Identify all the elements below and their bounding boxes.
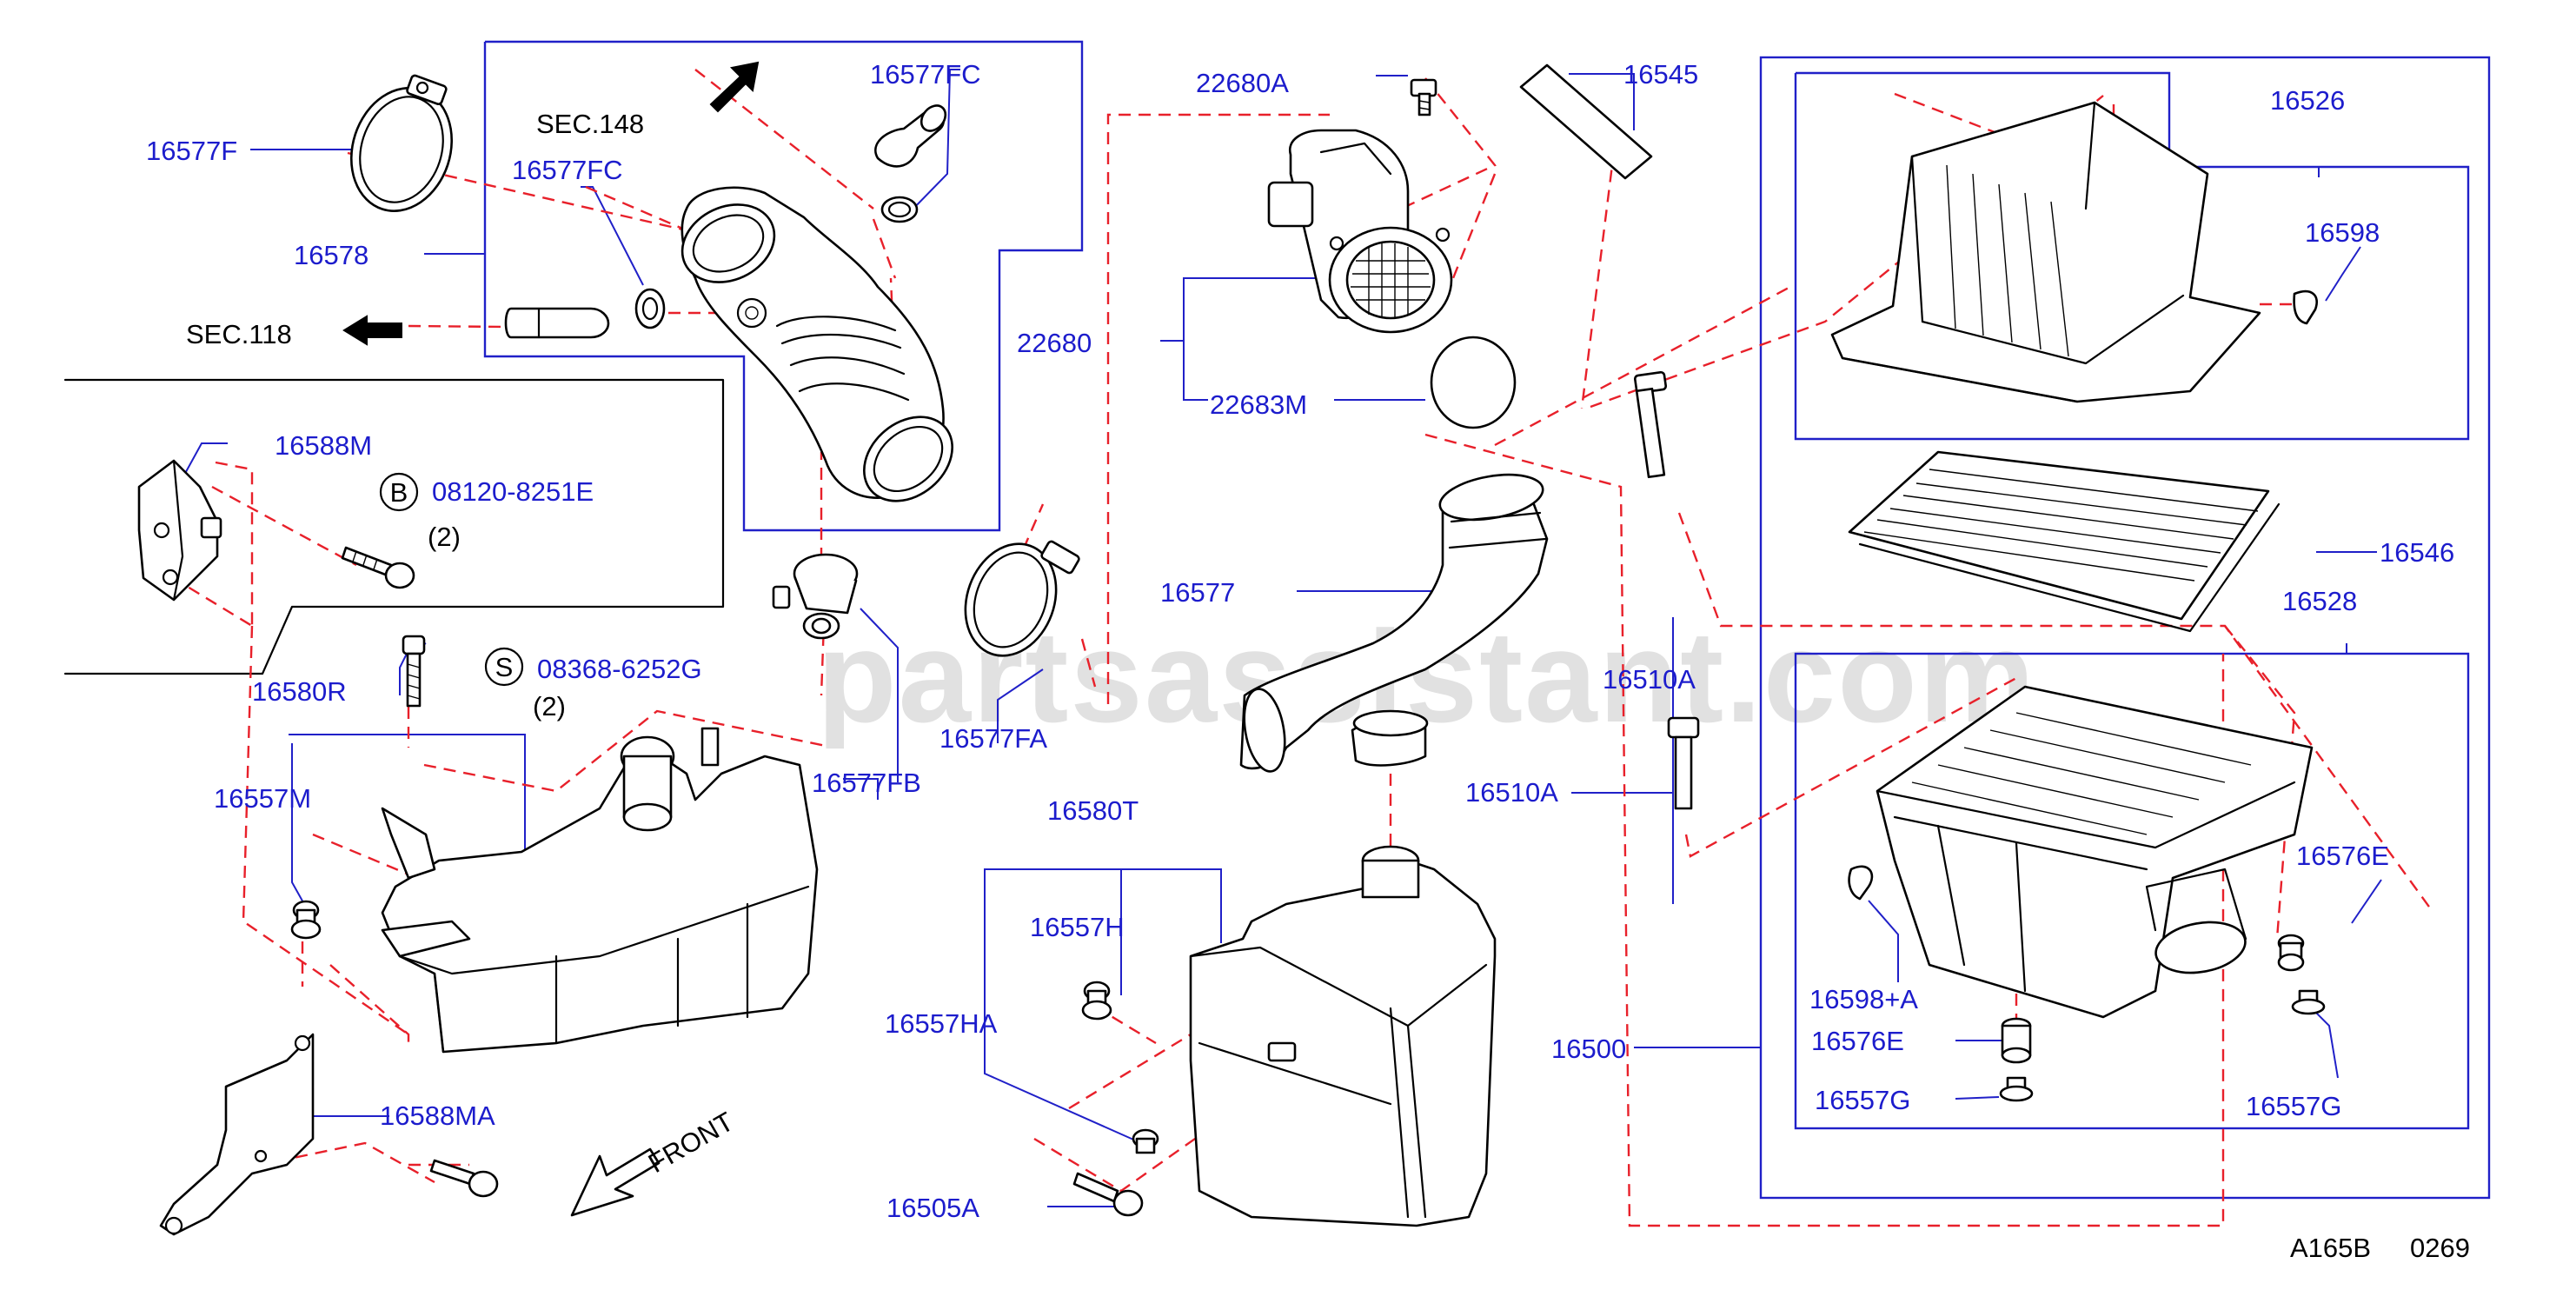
part-label-16577fc-top: 16577FC xyxy=(870,59,981,90)
bolt-16510a-lower-illustration xyxy=(1667,716,1700,810)
label-16545-illustration xyxy=(1519,63,1653,180)
bracket-16577fb-illustration xyxy=(772,553,859,640)
bolt-16505a-illustration xyxy=(1072,1172,1144,1217)
clamp-16577f-illustration xyxy=(349,74,454,212)
engine-frame-outline xyxy=(63,378,725,675)
hose-fitting-16577fc-illustration xyxy=(874,104,947,223)
part-label-16576e-right: 16576E xyxy=(2296,841,2389,871)
grommet-16576e-bottom-illustration xyxy=(2001,1017,2032,1064)
part-label-16500: 16500 xyxy=(1551,1034,1626,1064)
front-label: FRONT xyxy=(643,1106,739,1179)
s-symbol: S xyxy=(495,652,514,682)
gasket-22683m-illustration xyxy=(1430,336,1517,429)
part-label-16577fb: 16577FB xyxy=(812,768,921,798)
s-symbol-circle xyxy=(484,647,524,687)
clip-16598a-illustration xyxy=(1848,865,1874,901)
b-symbol-circle xyxy=(379,472,419,512)
sec148-arrow-icon xyxy=(709,61,760,113)
grommet-16557m-illustration xyxy=(290,900,322,940)
labels: SEC.148 SEC.118 FRONT 16577F 16578 16577… xyxy=(146,59,2470,1263)
part-label-22680a: 22680A xyxy=(1196,68,1289,98)
part-label-16577fa: 16577FA xyxy=(939,723,1047,754)
duct-16577-illustration xyxy=(1239,473,1549,773)
part-label-16557h: 16557H xyxy=(1030,912,1125,942)
part-label-16580t: 16580T xyxy=(1047,795,1139,826)
bolt-16588ma-illustration xyxy=(429,1159,499,1198)
part-label-16577: 16577 xyxy=(1160,577,1235,608)
part-label-16546: 16546 xyxy=(2380,537,2454,568)
part-label-16545: 16545 xyxy=(1623,59,1698,90)
clamp-16577fa-illustration xyxy=(964,540,1080,657)
part-label-16588m: 16588M xyxy=(275,430,372,461)
callout-frames xyxy=(182,40,2491,1207)
sec118-label: SEC.118 xyxy=(186,319,292,349)
part-label-16557g-right: 16557G xyxy=(2246,1091,2341,1121)
part-label-16528: 16528 xyxy=(2282,586,2357,616)
grommet-16576e-right-illustration xyxy=(2277,934,2305,972)
bolt-16510a-upper-illustration xyxy=(1633,370,1668,479)
ref-s-part-number: 08368-6252G xyxy=(537,654,702,684)
air-cleaner-case-16528-illustration xyxy=(1876,685,2314,1019)
ref-b-quantity: (2) xyxy=(428,522,461,552)
air-cleaner-cover-16526-illustration xyxy=(1830,101,2318,403)
air-filter-16546-illustration xyxy=(1848,450,2281,633)
part-label-16510a-upper: 16510A xyxy=(1603,664,1696,695)
part-label-22680: 22680 xyxy=(1017,328,1092,358)
part-label-16505a: 16505A xyxy=(886,1193,979,1223)
part-label-16578: 16578 xyxy=(294,240,368,270)
resonator-16580r-illustration xyxy=(381,727,819,1054)
air-flow-meter-22680-illustration xyxy=(1267,129,1453,334)
grommet-16557g-left-illustration xyxy=(1999,1076,2034,1102)
part-label-16557m: 16557M xyxy=(214,783,311,814)
b-symbol: B xyxy=(390,477,408,508)
bracket-16588m-illustration xyxy=(137,459,222,602)
front-arrow-icon xyxy=(570,1147,661,1217)
part-label-16510a-lower: 16510A xyxy=(1465,777,1558,808)
intake-duct-16578-illustration xyxy=(681,186,953,502)
part-label-16580r: 16580R xyxy=(252,676,347,707)
bolt-22680a-illustration xyxy=(1410,78,1437,116)
bracket-16588ma-illustration xyxy=(159,1033,315,1236)
part-label-16598a: 16598+A xyxy=(1809,984,1918,1014)
grommet-16557ha-illustration xyxy=(1132,1128,1159,1154)
resonator-16580t-illustration xyxy=(1189,845,1497,1227)
grommet-16557g-right-illustration xyxy=(2291,989,2326,1015)
part-label-16598: 16598 xyxy=(2305,217,2380,248)
hose-clip-16577fc-illustration xyxy=(504,288,666,339)
grommet-16557h-illustration xyxy=(1081,981,1112,1021)
part-label-16526: 16526 xyxy=(2270,85,2345,116)
part-label-16588ma: 16588MA xyxy=(380,1100,495,1131)
dashed-leaders xyxy=(154,69,2434,1227)
sheet-number: 0269 xyxy=(2410,1233,2470,1263)
part-label-22683m: 22683M xyxy=(1210,389,1307,420)
part-label-16577f: 16577F xyxy=(146,136,237,166)
bolt-b-illustration xyxy=(341,546,415,589)
drawing-id: A165B xyxy=(2290,1233,2371,1263)
sec148-label: SEC.148 xyxy=(536,109,644,139)
part-label-16576e-bottom: 16576E xyxy=(1811,1026,1904,1056)
part-label-16557g-left: 16557G xyxy=(1815,1085,1910,1115)
sec118-arrow-icon xyxy=(342,315,402,346)
bolt-s-illustration xyxy=(402,635,426,708)
ref-s-quantity: (2) xyxy=(533,691,566,721)
ref-b-part-number: 08120-8251E xyxy=(432,476,594,507)
part-label-16577fc-mid: 16577FC xyxy=(512,155,623,185)
part-label-16557ha: 16557HA xyxy=(885,1008,998,1039)
